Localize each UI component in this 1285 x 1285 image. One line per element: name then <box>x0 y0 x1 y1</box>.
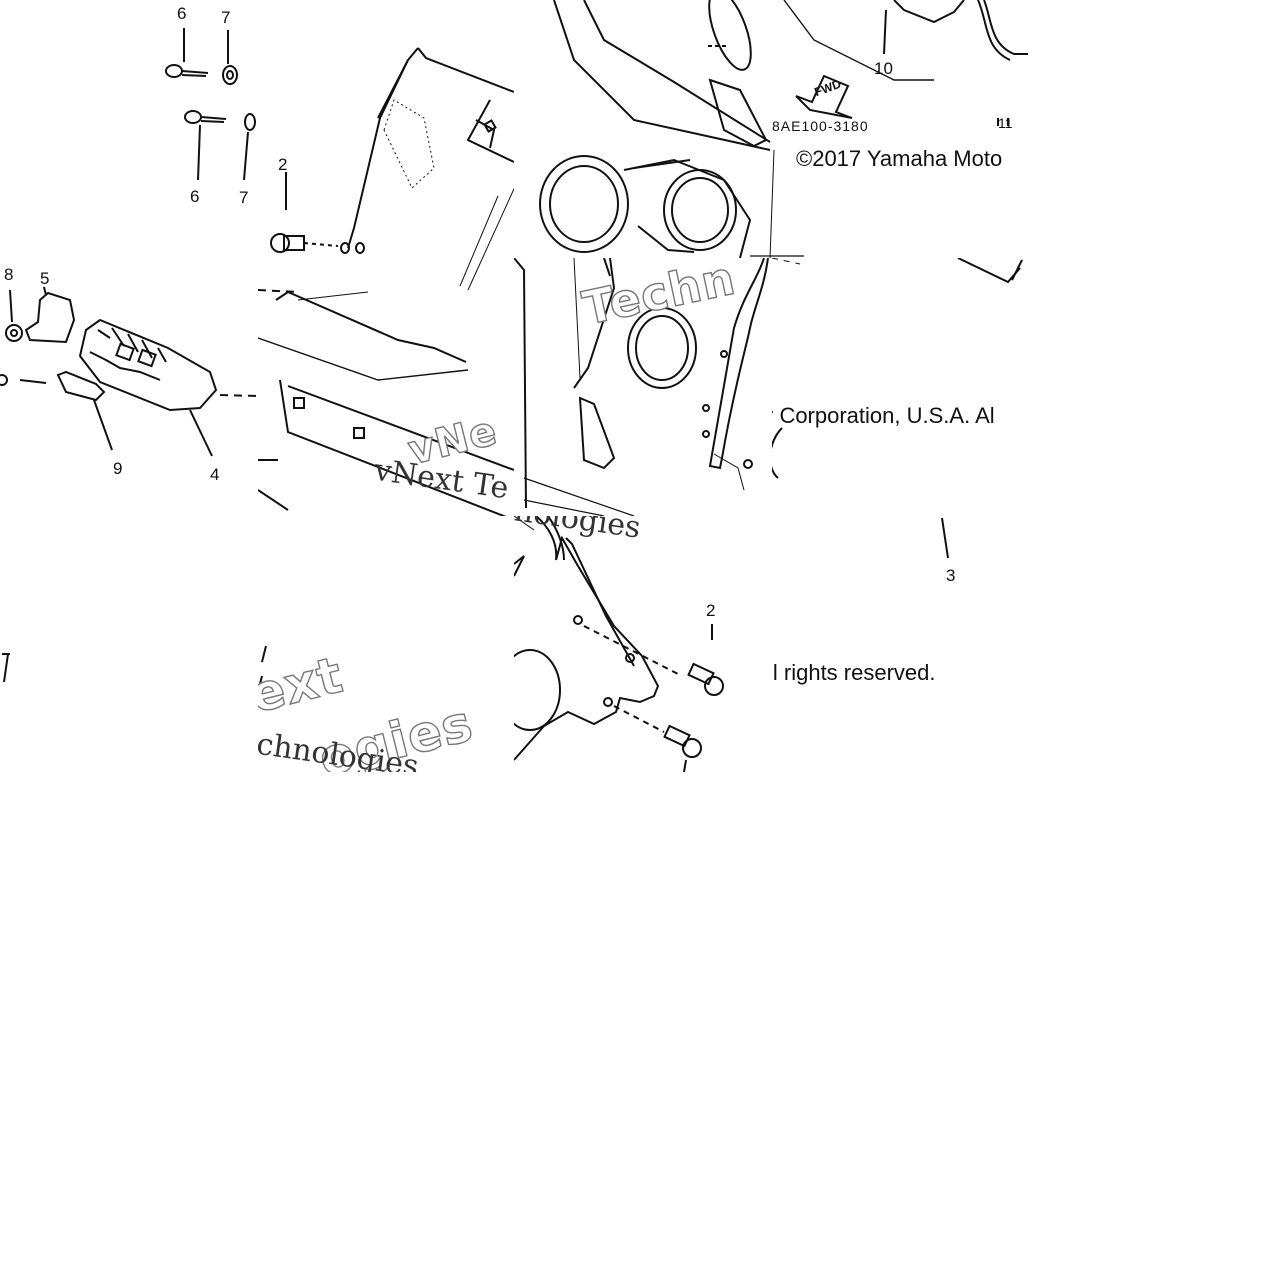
callout-10: 10 <box>874 59 893 78</box>
copyright-line-3: ll rights reserved. <box>772 660 936 685</box>
lower-drawing <box>258 645 267 693</box>
tile-left-fasteners: 6 7 6 7 8 5 9 4 <box>0 0 258 520</box>
part-code: 8AE100-3180 <box>772 118 869 134</box>
tile-mounting-plate: Techn <box>514 258 772 516</box>
tile-right-edge: r Corporation, U.S.A. Al <box>772 258 1028 516</box>
fragment-drawing <box>2 653 10 683</box>
callout-7-top: 7 <box>221 8 231 27</box>
callout-3: 3 <box>946 566 956 585</box>
tile-left-fragment <box>0 640 20 700</box>
tile-top-right: FWD 10 8AE100-3180 11 ©2017 Yamaha Moto <box>514 0 1028 258</box>
edge-drawing <box>772 258 1023 479</box>
callout-11: 11 <box>998 115 1013 131</box>
tile-lower-right: 3 ll rights reserved. <box>772 516 1028 772</box>
tile-lower-bracket: 2 nologies <box>514 516 772 772</box>
plate-drawing <box>514 258 769 516</box>
callout-7-bottom: 7 <box>239 188 249 207</box>
lower-bracket-drawing <box>514 516 724 772</box>
callout-6-bottom: 6 <box>190 187 200 206</box>
callout-6-top: 6 <box>177 4 187 23</box>
leader-drawing <box>941 517 949 559</box>
bracket-drawing <box>258 47 514 520</box>
copyright-line-2: r Corporation, U.S.A. Al <box>772 403 995 428</box>
callout-2-bottom: 2 <box>706 601 716 620</box>
copyright-line-1: ©2017 Yamaha Moto <box>796 146 1003 171</box>
tile-center-bracket: 2 vNext Te vNe <box>258 0 514 520</box>
tile-watermark-lower: ext ogies chnologies <box>258 516 514 772</box>
callout-8: 8 <box>4 265 14 284</box>
callout-9: 9 <box>113 459 123 478</box>
callout-2-top: 2 <box>278 155 288 174</box>
callout-4: 4 <box>210 465 220 484</box>
fastener-drawing <box>0 28 258 457</box>
duct-drawing <box>539 0 1028 258</box>
callout-5: 5 <box>40 269 50 288</box>
